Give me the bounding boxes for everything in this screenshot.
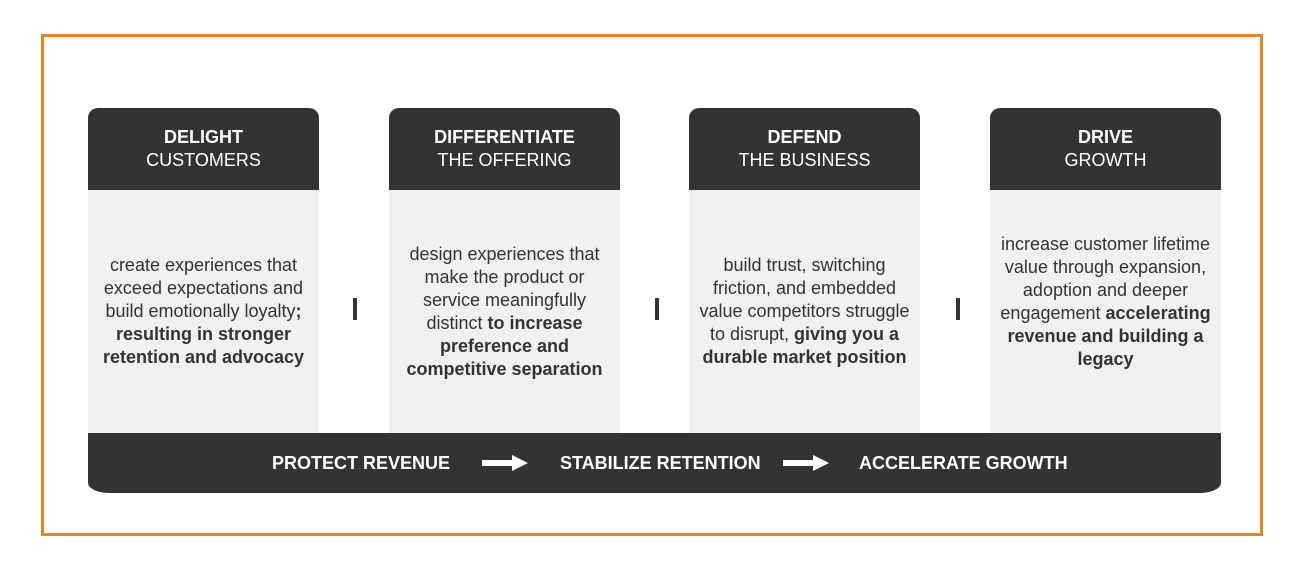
card-description: design experiences that make the product… [397, 243, 612, 381]
card-title-bold: DIFFERENTIATE [434, 127, 575, 147]
card-title-light: THE BUSINESS [738, 150, 871, 170]
card-body-emphasis: giving you a durable market position [702, 324, 907, 367]
separator-bar [956, 298, 960, 320]
card-differentiate-offering: DIFFERENTIATE THE OFFERING design experi… [389, 108, 620, 433]
card-description: create experiences that exceed expectati… [96, 254, 311, 369]
separator-bar [353, 298, 357, 320]
card-body: increase customer lifetime value through… [990, 190, 1221, 433]
card-title-bold: DEFEND [767, 127, 842, 147]
card-body-text: build trust, switching friction, and emb… [699, 255, 910, 344]
card-header: DELIGHT CUSTOMERS [88, 108, 319, 190]
card-title-light: CUSTOMERS [146, 150, 261, 170]
flow-band [88, 433, 1221, 493]
card-body-emphasis: to increase preference and competitive s… [406, 312, 603, 379]
card-delight-customers: DELIGHT CUSTOMERS create experiences tha… [88, 108, 319, 433]
card-body-emphasis: ; resulting in stronger retention and ad… [102, 301, 305, 367]
card-header: DRIVE GROWTH [990, 108, 1221, 190]
card-description: increase customer lifetime value through… [998, 233, 1213, 371]
card-description: build trust, switching friction, and emb… [697, 254, 912, 369]
right-arrow-icon [482, 455, 528, 471]
flow-step-stabilize-retention: STABILIZE RETENTION [560, 453, 761, 473]
card-title-light: GROWTH [1064, 150, 1147, 170]
card-body-text: increase customer lifetime value through… [1000, 233, 1211, 323]
card-drive-growth: DRIVE GROWTH increase customer lifetime … [990, 108, 1221, 433]
flow-step-accelerate-growth: ACCELERATE GROWTH [859, 453, 1068, 473]
card-header: DEFEND THE BUSINESS [689, 108, 920, 190]
diagram-frame [41, 34, 1263, 536]
card-body: design experiences that make the product… [389, 190, 620, 433]
card-header: DIFFERENTIATE THE OFFERING [389, 108, 620, 190]
card-title-light: THE OFFERING [437, 150, 572, 170]
right-arrow-icon [783, 455, 829, 471]
card-body: create experiences that exceed expectati… [88, 190, 319, 433]
card-body-emphasis: accelerating revenue and building a lega… [1007, 302, 1211, 369]
card-body-text: create experiences that exceed expectati… [103, 255, 304, 321]
separator-bar [655, 298, 659, 320]
card-title-bold: DRIVE [1077, 127, 1133, 147]
card-body: build trust, switching friction, and emb… [689, 190, 920, 433]
flow-step-protect-revenue: PROTECT REVENUE [272, 453, 451, 473]
card-body-text: design experiences that make the product… [409, 243, 600, 333]
card-title-bold: DELIGHT [164, 127, 243, 147]
card-defend-business: DEFEND THE BUSINESS build trust, switchi… [689, 108, 920, 433]
